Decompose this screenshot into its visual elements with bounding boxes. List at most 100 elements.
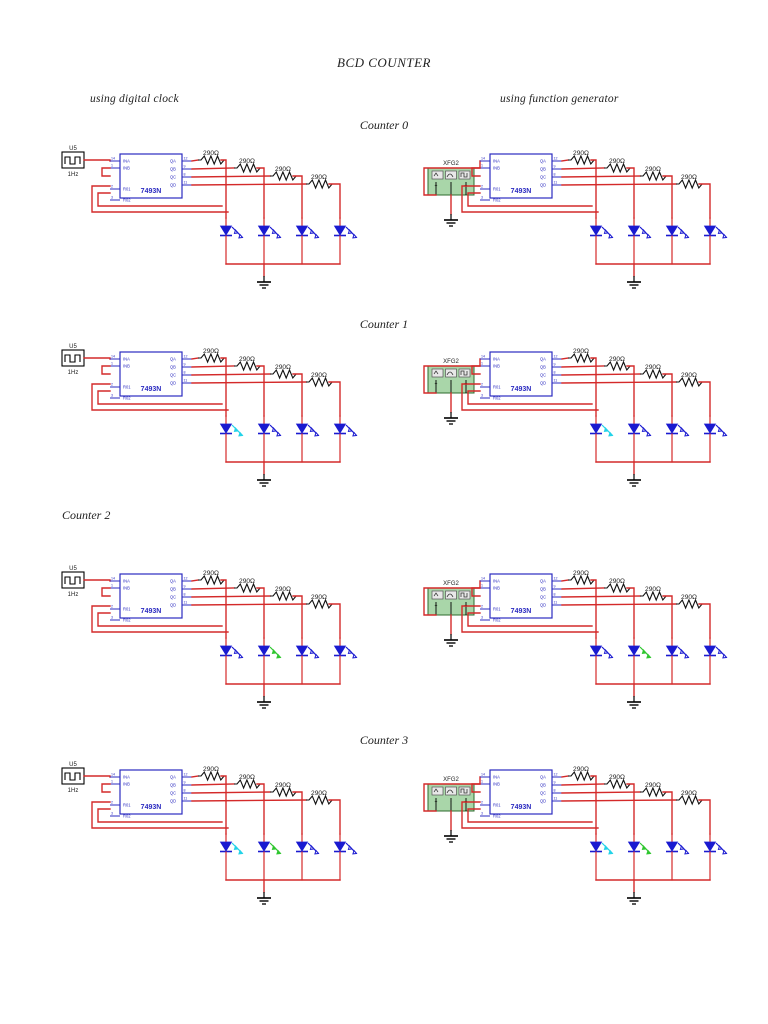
led-indicator — [703, 841, 728, 855]
ic-pin-label-INA: INA — [493, 159, 500, 164]
ic-pin-number-3: 3 — [481, 394, 483, 398]
ic-pin-label-QC: QC — [540, 175, 546, 180]
led-indicator — [333, 841, 358, 855]
ic-pin-number-11: 11 — [184, 601, 188, 605]
ic-pin-label-R02: R02 — [493, 396, 501, 401]
fgen-waveform-button — [458, 170, 471, 180]
led-indicator — [627, 225, 652, 239]
ic-pin-label-QB: QB — [170, 167, 176, 172]
led-indicator — [589, 645, 614, 659]
ic-pin-number-8: 8 — [184, 371, 186, 375]
led-indicator — [257, 645, 282, 659]
resistor: 290Ω — [234, 578, 261, 594]
resistor-value-label: 290Ω — [239, 578, 255, 585]
ic-pin-label-INB: INB — [123, 364, 130, 369]
ic-pin-number-2: 2 — [481, 383, 483, 387]
resistor-value-label: 290Ω — [311, 594, 327, 601]
ic-pin-label-INB: INB — [493, 364, 500, 369]
resistor: 290Ω — [676, 790, 703, 806]
ic-pin-number-8: 8 — [184, 593, 186, 597]
ic-pin-number-2: 2 — [111, 801, 113, 805]
resistor-value-label: 290Ω — [275, 364, 291, 371]
clock-ref-label: U5 — [69, 566, 77, 572]
ic-pin-label-QD: QD — [170, 183, 176, 188]
led-indicator — [219, 645, 244, 659]
resistor: 290Ω — [198, 766, 225, 782]
ic-part-label: 7493N — [511, 804, 532, 811]
ic-part-label: 7493N — [511, 188, 532, 195]
clock-frequency-label: 1Hz — [68, 788, 79, 794]
clock-ref-label: U5 — [69, 762, 77, 768]
svg-text:∙: ∙ — [450, 381, 451, 387]
led-indicator — [295, 645, 320, 659]
ic-pin-number-9: 9 — [184, 781, 186, 785]
fgen-waveform-button — [445, 368, 457, 378]
ground-symbol — [444, 412, 458, 425]
ic-pin-label-R01: R01 — [123, 803, 131, 808]
ground-symbol — [627, 474, 641, 487]
page-title: BCD COUNTER — [337, 55, 431, 70]
ic-pin-label-QB: QB — [170, 587, 176, 592]
fgen-waveform-button — [458, 786, 471, 796]
resistor: 290Ω — [234, 158, 261, 174]
ic-pin-number-8: 8 — [554, 593, 556, 597]
resistor-value-label: 290Ω — [311, 174, 327, 181]
resistor-value-label: 290Ω — [203, 348, 219, 355]
resistor: 290Ω — [270, 782, 297, 798]
ic-pin-label-INB: INB — [493, 586, 500, 591]
led-indicator — [627, 423, 652, 437]
ground-symbol — [257, 892, 271, 905]
led-indicator — [627, 841, 652, 855]
fgen-waveform-button — [458, 368, 471, 378]
resistor: 290Ω — [676, 372, 703, 388]
ic-pin-number-14: 14 — [111, 157, 115, 161]
resistor: 290Ω — [676, 594, 703, 610]
resistor-value-label: 290Ω — [681, 174, 697, 181]
led-indicator — [703, 225, 728, 239]
resistor: 290Ω — [604, 356, 631, 372]
svg-text:+: + — [435, 183, 438, 189]
ic-pin-number-8: 8 — [554, 789, 556, 793]
resistor: 290Ω — [270, 364, 297, 380]
resistor: 290Ω — [640, 166, 667, 182]
counter-label-0: Counter 0 — [359, 118, 409, 132]
ic-pin-number-2: 2 — [481, 185, 483, 189]
ic-pin-label-R01: R01 — [493, 385, 501, 390]
ground-symbol — [257, 276, 271, 289]
ic-part-label: 7493N — [141, 804, 162, 811]
ic-part-label: 7493N — [511, 608, 532, 615]
resistor-value-label: 290Ω — [681, 790, 697, 797]
ic-pin-label-QC: QC — [170, 595, 176, 600]
ic-pin-number-12: 12 — [554, 773, 558, 777]
ic-pin-number-1: 1 — [481, 780, 483, 784]
resistor-value-label: 290Ω — [573, 348, 589, 355]
svg-text:+: + — [435, 603, 438, 609]
ic-pin-number-14: 14 — [481, 355, 485, 359]
led-indicator — [703, 423, 728, 437]
led-indicator — [665, 645, 690, 659]
resistor: 290Ω — [604, 158, 631, 174]
ic-pin-number-1: 1 — [111, 164, 113, 168]
ic-pin-label-INB: INB — [493, 782, 500, 787]
led-indicator — [257, 423, 282, 437]
led-indicator — [257, 225, 282, 239]
ic-pin-label-QD: QD — [540, 183, 546, 188]
resistor: 290Ω — [640, 586, 667, 602]
ic-pin-label-R02: R02 — [493, 618, 501, 623]
resistor: 290Ω — [306, 790, 333, 806]
resistor: 290Ω — [640, 364, 667, 380]
ic-pin-label-QA: QA — [540, 159, 546, 164]
ground-symbol — [257, 696, 271, 709]
ic-pin-number-3: 3 — [111, 616, 113, 620]
ic-pin-number-2: 2 — [111, 185, 113, 189]
resistor: 290Ω — [270, 166, 297, 182]
resistor: 290Ω — [568, 570, 595, 586]
resistor: 290Ω — [234, 774, 261, 790]
